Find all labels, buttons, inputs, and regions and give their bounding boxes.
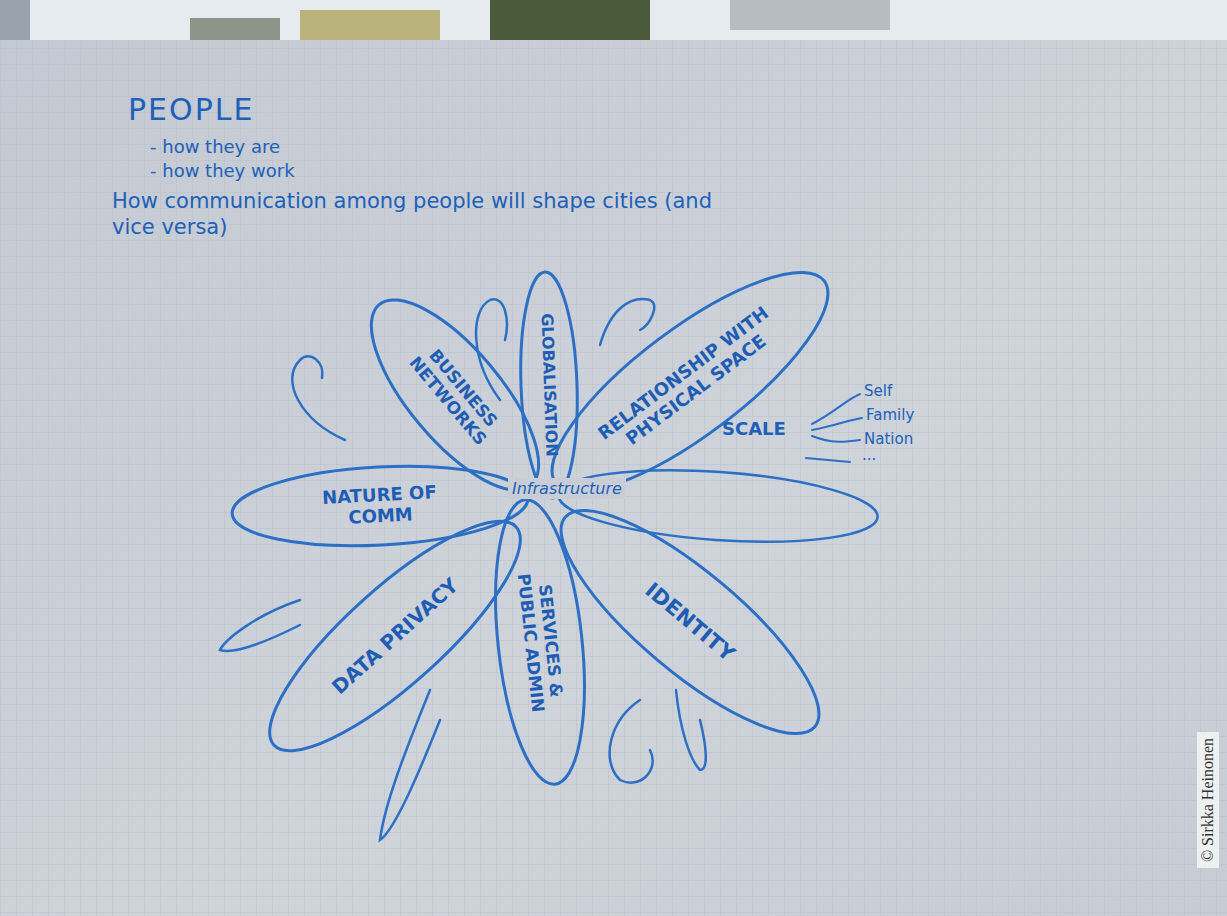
- petal: DATA PRIVACY: [230, 586, 560, 686]
- grid: [0, 40, 1227, 916]
- petal: RELATIONSHIP WITH PHYSICAL SPACE: [520, 327, 860, 437]
- petal: IDENTITY: [525, 570, 855, 674]
- note: How communication among people will shap…: [112, 188, 752, 241]
- scale-item: Nation: [864, 430, 913, 448]
- petal-label: GLOBALISATION: [537, 313, 560, 457]
- window-strip: [0, 0, 1227, 40]
- hub-label: Infrastructure: [508, 478, 626, 499]
- heading: PEOPLE: [128, 92, 254, 127]
- note: - how they work: [150, 160, 295, 181]
- scale-item: ...: [862, 446, 876, 464]
- scale-item: Family: [866, 406, 914, 424]
- note: - how they are: [150, 136, 280, 157]
- scale-label: SCALE: [722, 418, 786, 439]
- watermark: © Sirkka Heinonen: [1197, 732, 1219, 868]
- scale-item: Self: [864, 382, 892, 400]
- scale-bracket: [806, 394, 862, 462]
- petal-label: IDENTITY: [641, 578, 740, 666]
- petal-label: DATA PRIVACY: [327, 573, 462, 698]
- petal-label: SERVICES & PUBLIC ADMIN: [512, 555, 569, 728]
- petal: NATURE OF COMM: [230, 465, 530, 547]
- petal-label: NATURE OF COMM: [314, 482, 446, 530]
- empty-petals: [220, 299, 880, 840]
